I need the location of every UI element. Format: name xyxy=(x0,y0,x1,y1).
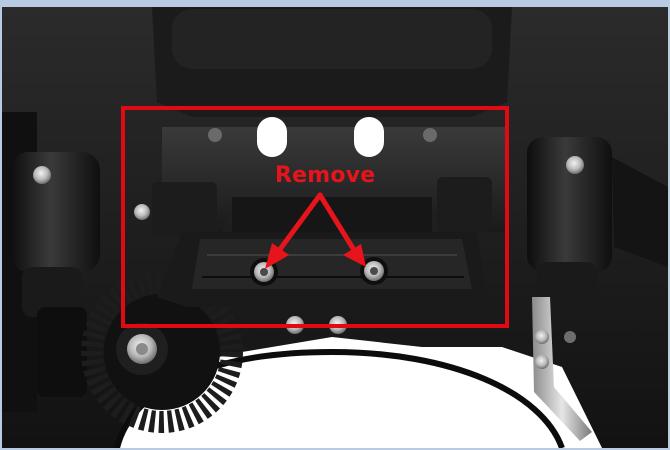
side-post-right xyxy=(527,137,668,312)
screw-icon xyxy=(564,331,576,343)
slot-hole xyxy=(257,117,287,157)
screw-icon xyxy=(134,204,150,220)
slot-hole xyxy=(354,117,384,157)
side-post-left xyxy=(2,112,100,412)
arrow-icon xyxy=(265,192,366,269)
mount-bracket xyxy=(152,117,507,237)
removable-bracket xyxy=(157,232,487,334)
screw-icon xyxy=(535,330,549,344)
lens-opening xyxy=(117,352,562,448)
remove-label: Remove xyxy=(275,163,376,188)
bevel-gear xyxy=(81,271,243,433)
screw-icon xyxy=(566,156,584,174)
highlight-box xyxy=(121,106,509,328)
screw-icon xyxy=(535,355,549,369)
product-photo xyxy=(2,7,668,448)
screw-icon xyxy=(33,166,51,184)
